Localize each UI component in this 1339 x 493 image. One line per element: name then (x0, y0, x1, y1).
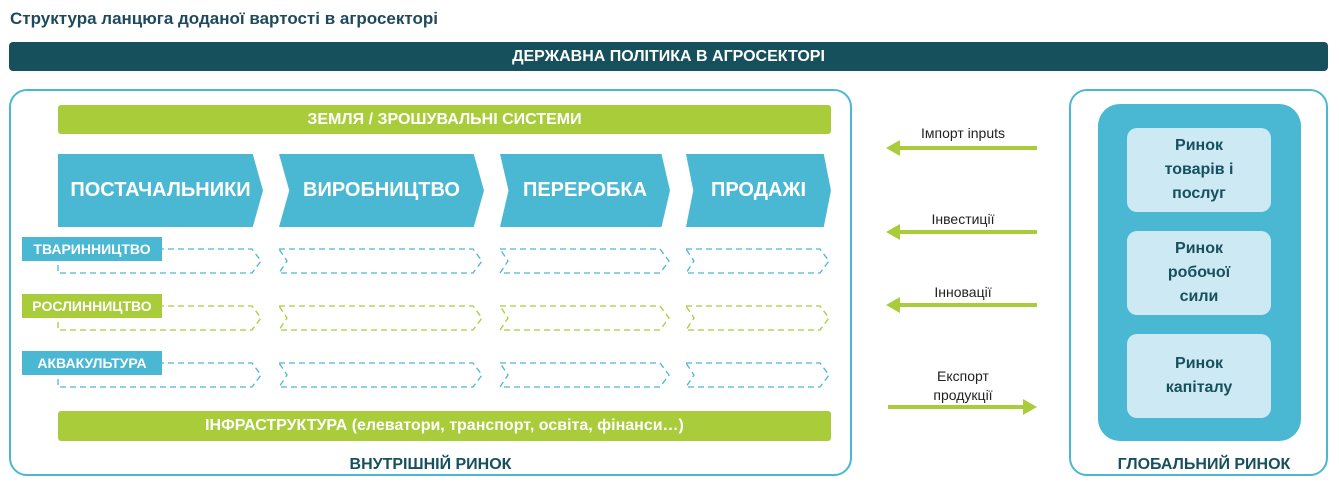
sector-aquaculture-label: АКВАКУЛЬТУРА (37, 355, 147, 371)
flow-label-innovations: Інновації (934, 284, 992, 300)
sector-crops-bg (22, 294, 162, 318)
market-capital-label: Ринок капіталу (1165, 355, 1233, 396)
land-irrigation-bar: ЗЕМЛЯ / ЗРОШУВАЛЬНІ СИСТЕМИ (58, 105, 831, 134)
market-labor: Ринок робочої сили (1127, 231, 1271, 315)
sector-aquaculture: АКВАКУЛЬТУРА (22, 351, 162, 375)
arrow-investments (886, 224, 1037, 240)
flow-arrows (886, 140, 1037, 415)
flow-label-export-text: Експорт продукції (933, 368, 993, 403)
global-market-frame (1069, 89, 1328, 476)
market-labor-label: Ринок робочої сили (1167, 240, 1231, 305)
crop-dashed-row (57, 305, 830, 331)
livestock-dashed-row (57, 248, 830, 274)
sector-crops: РОСЛИННИЦТВО (22, 294, 162, 318)
sector-livestock-label: ТВАРИННИЦТВО (33, 241, 151, 257)
flow-label-export: Експорт продукції (883, 367, 1043, 405)
stage-suppliers: ПОСТАЧАЛЬНИКИ (58, 154, 263, 227)
stage-processing: ПЕРЕРОБКА (500, 154, 670, 227)
domestic-market-frame (9, 89, 852, 476)
market-capital: Ринок капіталу (1127, 334, 1271, 418)
sector-livestock: ТВАРИННИЦТВО (22, 237, 162, 261)
market-goods-services-label: Ринок товарів і послуг (1164, 137, 1234, 202)
sector-crops-label: РОСЛИННИЦТВО (32, 298, 152, 314)
stage-production: ВИРОБНИЦТВО (279, 154, 484, 227)
sector-aquaculture-bg (22, 351, 162, 375)
arrow-export (888, 399, 1037, 415)
arrow-innovations (886, 297, 1037, 313)
arrow-import (886, 140, 1037, 156)
stage-sales: ПРОДАЖІ (686, 154, 831, 227)
domestic-market-label: ВНУТРІШНІЙ РИНОК (349, 456, 512, 473)
aquaculture-dashed-row (57, 362, 830, 388)
global-market-label: ГЛОБАЛЬНИЙ РИНОК (1117, 456, 1291, 473)
infrastructure-bar: ІНФРАСТРУКТУРА (елеватори, транспорт, ос… (58, 411, 831, 441)
flow-label-investments: Інвестиції (931, 211, 995, 227)
page-title: Структура ланцюга доданої вартості в агр… (10, 9, 438, 28)
flow-label-import: Імпорт inputs (920, 125, 1006, 141)
policy-bar: ДЕРЖАВНА ПОЛІТИКА В АГРОСЕКТОРІ (9, 42, 1328, 71)
sector-livestock-bg (22, 237, 162, 261)
market-goods-services: Ринок товарів і послуг (1127, 128, 1271, 212)
